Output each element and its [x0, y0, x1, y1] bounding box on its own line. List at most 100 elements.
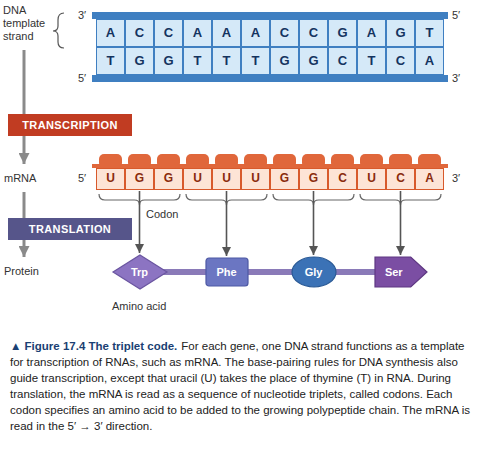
nucleotide-box: G: [328, 19, 357, 47]
node-text: G: [395, 26, 405, 40]
node-text: T: [194, 54, 202, 68]
nucleotide-box: T: [357, 47, 386, 75]
nucleotide-box: G: [125, 168, 154, 190]
amino-acid-shape: Phe: [205, 257, 249, 287]
node-text: C: [309, 26, 318, 40]
nucleotide-box: A: [96, 19, 125, 47]
nucleotide-box: G: [386, 19, 415, 47]
nucleotide-box: T: [241, 47, 270, 75]
node-text: T: [426, 26, 434, 40]
nucleotide-box: C: [328, 47, 357, 75]
node-text: A: [193, 26, 202, 40]
nucleotide-box: C: [125, 19, 154, 47]
node-text: TRANSCRIPTION: [22, 119, 118, 131]
node-text: C: [338, 172, 347, 185]
node-text: T: [107, 54, 115, 68]
end-label: 5′: [452, 9, 460, 22]
node-text: U: [193, 172, 202, 185]
node-text: T: [223, 54, 231, 68]
node-text: G: [279, 54, 289, 68]
molecule-label: Protein: [4, 265, 39, 278]
codon-braces: [99, 194, 441, 205]
nucleotide-box: C: [299, 19, 328, 47]
base-bump: [273, 154, 296, 168]
node-text: C: [280, 26, 289, 40]
nucleotide-box: G: [299, 47, 328, 75]
process-banner: TRANSLATION: [8, 218, 132, 240]
node-text: Trp: [131, 266, 148, 278]
part-label: Codon: [146, 208, 178, 221]
end-label: 3′: [452, 172, 460, 185]
node-text: A: [106, 26, 115, 40]
end-label: 5′: [78, 172, 86, 185]
nucleotide-box: U: [357, 168, 386, 190]
base-bump: [302, 154, 325, 168]
node-text: C: [164, 26, 173, 40]
nucleotide-box: A: [415, 168, 444, 190]
flow-arrow: [23, 50, 26, 164]
node-text: Ser: [385, 266, 403, 278]
node-text: Gly: [305, 266, 323, 278]
node-text: C: [396, 54, 405, 68]
node-text: A: [222, 26, 231, 40]
base-bump: [157, 154, 180, 168]
nucleotide-box: U: [241, 168, 270, 190]
molecule-label: mRNA: [4, 172, 36, 185]
node-text: A: [425, 54, 434, 68]
base-bump: [99, 154, 122, 168]
end-label: 3′: [452, 72, 460, 85]
node-text: G: [309, 172, 318, 185]
dna-backbone: [92, 75, 448, 82]
node-text: U: [251, 172, 260, 185]
nucleotide-box: U: [212, 168, 241, 190]
nucleotide-box: A: [415, 47, 444, 75]
node-text: G: [337, 26, 347, 40]
amino-acid-outline: [206, 258, 248, 286]
nucleotide-box: C: [154, 19, 183, 47]
node-text: G: [163, 54, 173, 68]
amino-acid-shape: Gly: [291, 256, 337, 288]
node-text: C: [396, 172, 405, 185]
base-bump: [215, 154, 238, 168]
nucleotide-box: A: [212, 19, 241, 47]
node-text: C: [338, 54, 347, 68]
end-label: 3′: [78, 9, 86, 22]
end-label: 5′: [78, 72, 86, 85]
amino-acid-outline: [113, 255, 167, 289]
polypeptide-chain: [140, 269, 401, 275]
nucleotide-box: G: [270, 47, 299, 75]
nucleotide-box: G: [270, 168, 299, 190]
node-text: G: [280, 172, 289, 185]
amino-acid-shape: Trp: [112, 254, 168, 290]
node-text: G: [164, 172, 173, 185]
nucleotide-box: C: [270, 19, 299, 47]
nucleotide-box: C: [328, 168, 357, 190]
strand-label: DNA template strand: [3, 4, 51, 43]
mrna-bases: [99, 154, 441, 168]
node-text: U: [222, 172, 231, 185]
strand-brace: [53, 13, 64, 48]
nucleotide-box: G: [125, 47, 154, 75]
codon-arrow: [226, 191, 228, 256]
amino-acid-shape: Ser: [374, 256, 428, 288]
figure-title: ▲ Figure 17.4 The triplet code.: [10, 340, 177, 352]
nucleotide-box: T: [183, 47, 212, 75]
base-bump: [389, 154, 412, 168]
node-text: T: [368, 54, 376, 68]
nucleotide-box: G: [299, 168, 328, 190]
codon-arrow: [313, 191, 315, 255]
node-text: U: [106, 172, 115, 185]
amino-acid-outline: [375, 257, 427, 287]
base-bump: [244, 154, 267, 168]
caption-text: For each gene, one DNA strand functions …: [10, 340, 470, 432]
node-text: A: [425, 172, 434, 185]
nucleotide-box: C: [386, 168, 415, 190]
nucleotide-box: T: [96, 47, 125, 75]
nucleotide-box: U: [96, 168, 125, 190]
node-text: U: [367, 172, 376, 185]
nucleotide-box: T: [415, 19, 444, 47]
nucleotide-box: A: [241, 19, 270, 47]
nucleotide-box: A: [183, 19, 212, 47]
nucleotide-box: C: [386, 47, 415, 75]
